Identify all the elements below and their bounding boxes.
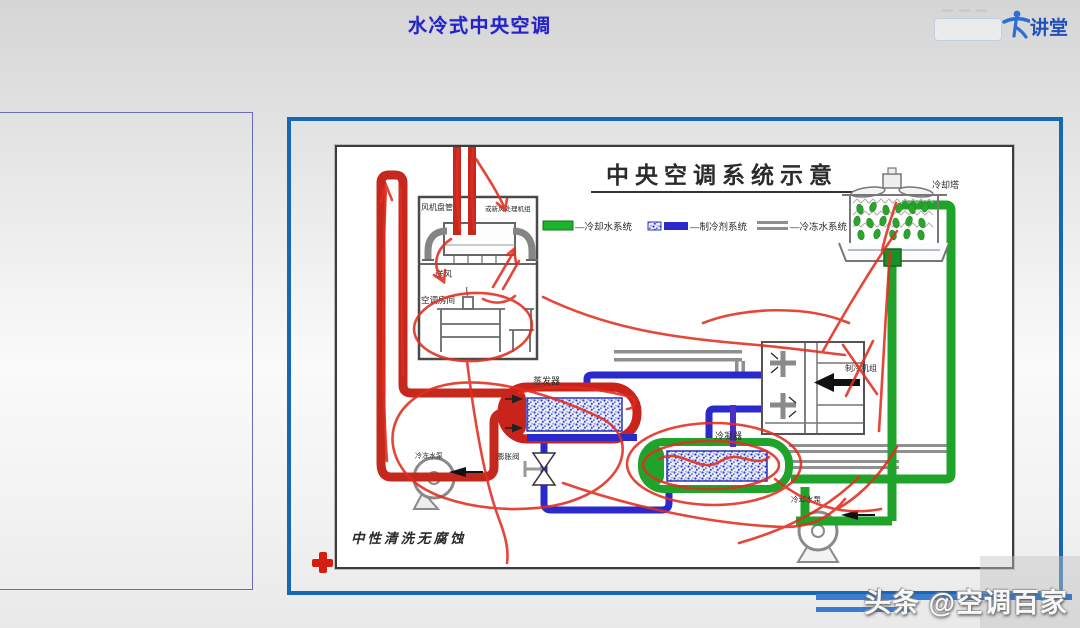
logo-text: 讲堂	[1030, 18, 1069, 39]
logo-chip	[934, 18, 1002, 41]
legend-refrigerant: —制冷剂系统	[690, 221, 748, 233]
diagram-title-group: 中央空调系统示意	[591, 162, 853, 193]
cooling-water-pipes	[791, 200, 956, 526]
label-fresh-air-unit: 或新风处理机组	[485, 204, 531, 213]
legend-cooling-water: —冷却水系统	[575, 221, 633, 233]
label-condenser: 冷凝器	[715, 430, 742, 441]
watermark-stripe	[816, 607, 910, 612]
refrigerant-pipes	[540, 371, 761, 514]
chilled-water-pump	[412, 456, 456, 510]
legend-swatch-chilled-water	[757, 221, 788, 230]
legend: —冷却水系统 —制冷剂系统 —冷冻水系统	[542, 220, 848, 233]
person-logo-icon	[1002, 10, 1030, 39]
page-title: 水冷式中央空调	[408, 16, 552, 37]
label-cooling-tower: 冷却塔	[932, 179, 959, 190]
logo-dash	[976, 9, 987, 12]
corner-shade	[980, 556, 1080, 628]
expansion-valve	[523, 452, 557, 486]
watermark: 头条 @空调百家	[816, 581, 1072, 621]
legend-chilled-water: —冷冻水系统	[790, 221, 848, 233]
watermark-stripe	[816, 594, 1072, 600]
label-evaporator: 蒸发器	[533, 375, 560, 386]
logo-dash	[942, 9, 953, 12]
label-note: 中性清洗无腐蚀	[351, 531, 467, 546]
desk-drawing	[437, 286, 505, 352]
tower-fill-media	[853, 201, 929, 241]
red-annotations	[379, 147, 899, 565]
label-chilled-pump: 冷冻水泵	[415, 451, 443, 460]
evaporator	[497, 382, 642, 444]
chiller-unit-box	[730, 341, 865, 447]
legend-swatch-cooling-water	[542, 220, 574, 231]
diagram-title: 中央空调系统示意	[606, 162, 838, 188]
chilled-water-pipes	[614, 350, 953, 469]
cooling-tower	[838, 167, 950, 267]
red-cross-cursor	[312, 552, 333, 573]
main-slide-panel	[287, 117, 1063, 595]
label-expansion-valve: 膨胀阀	[497, 451, 520, 461]
label-fan-coil: 风机盘管	[421, 202, 453, 212]
flow-arrows	[449, 394, 875, 520]
legend-swatch-refrigerant-a	[647, 221, 662, 231]
legend-swatch-refrigerant-b	[664, 222, 688, 230]
watermark-text: 头条 @空调百家	[864, 588, 1068, 618]
left-slide-panel	[0, 112, 253, 590]
site-logo: 讲堂	[932, 5, 1076, 43]
hvac-schematic: 中央空调系统示意 —冷却水系统 —制冷剂系统 —冷冻水系统	[335, 145, 1014, 569]
logo-dash	[959, 9, 970, 12]
